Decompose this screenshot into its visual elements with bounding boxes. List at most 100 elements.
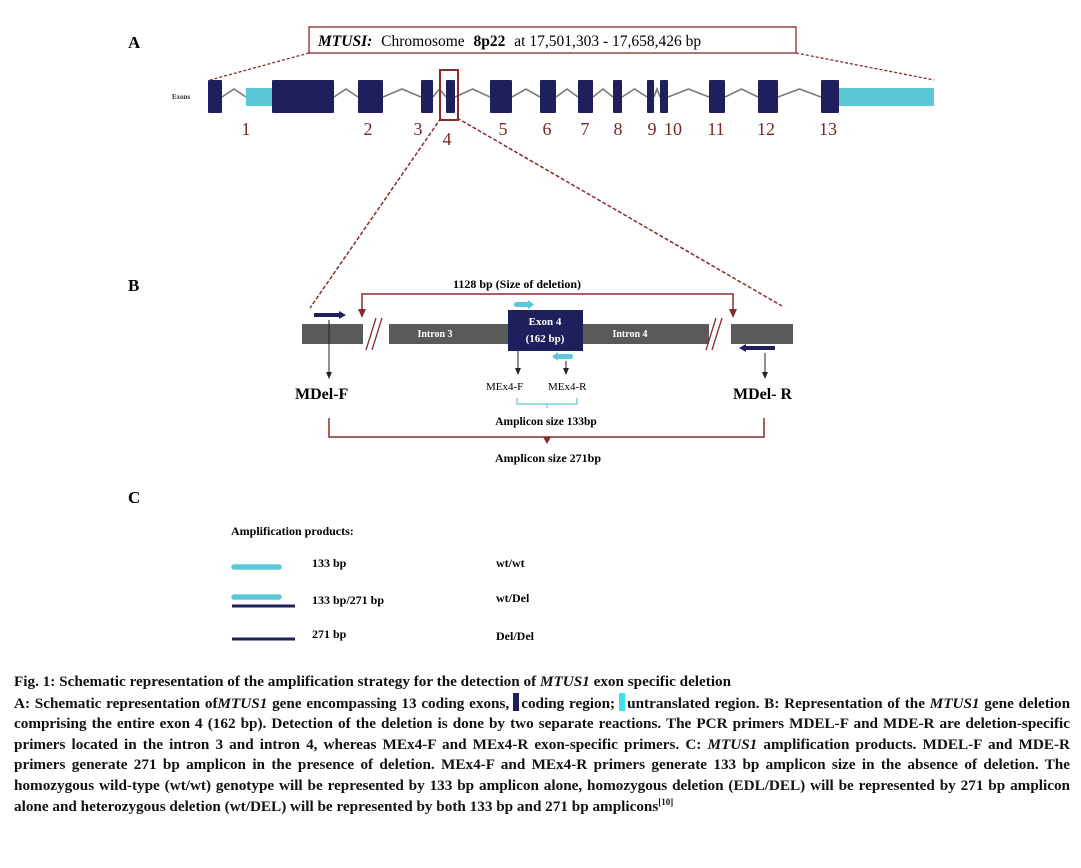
caption-reference: [10]: [658, 796, 674, 807]
break-mark-left: [365, 317, 383, 351]
gene-structure: [208, 80, 934, 113]
product-271-genotype: Del/Del: [496, 629, 535, 643]
exon4-highlight-box: [439, 69, 459, 121]
coding-exon-block: [758, 80, 778, 113]
flank-right: [731, 324, 793, 344]
exons-row-label: Exons: [172, 93, 191, 101]
chromosome-header: MTUSI: Chromosome 8p22 at 17,501,303 - 1…: [317, 33, 701, 50]
coding-exon-block: [821, 80, 839, 113]
panel-label-a: A: [128, 33, 141, 52]
zoom-line-left: [209, 52, 310, 81]
exon-number-label: 10: [664, 119, 682, 139]
products-title: Amplification products:: [231, 524, 354, 538]
product-271-size: 271 bp: [312, 627, 347, 641]
header-gene: MTUSI:: [317, 33, 372, 50]
mex4-r-label: MEx4-R: [548, 381, 587, 393]
exon-number-label: 2: [364, 119, 373, 139]
intron4-bar: [583, 324, 709, 344]
exon4-label-line1: Exon 4: [529, 316, 562, 328]
caption-part-6: amplification products. MDEL-F and MDE-R…: [14, 735, 1071, 815]
caption-part-1: A: Schematic representation of: [14, 694, 218, 712]
intron-line: [667, 88, 710, 98]
caption-title: Fig. 1: Schematic representation of the …: [14, 672, 1070, 693]
panel-label-b: B: [128, 276, 139, 295]
coding-exon-block: [272, 80, 334, 113]
coding-exon-block: [660, 80, 668, 113]
caption-part-2: gene encompassing 13 coding exons,: [272, 694, 510, 712]
intron3-label: Intron 3: [417, 329, 452, 340]
intron-line: [382, 88, 422, 98]
primer-mex4-r-arrow: [552, 352, 573, 361]
exon-number-label: 4: [443, 129, 452, 149]
coding-exon-block: [540, 80, 556, 113]
zoom-line-b-left: [309, 117, 442, 309]
caption-gene-3: MTUS1: [707, 735, 758, 753]
coding-exon-block: [358, 80, 383, 113]
exon-number-label: 7: [581, 119, 590, 139]
zoom-line-b-right: [456, 117, 783, 307]
amplicon-271-label: Amplicon size 271bp: [495, 451, 601, 465]
coding-exon-block: [446, 80, 455, 113]
exon-number-label: 8: [614, 119, 623, 139]
caption-gene-2: MTUS1: [929, 694, 980, 712]
exon-number-label: 5: [499, 119, 508, 139]
caption-title-prefix: Fig. 1: Schematic representation of the …: [14, 673, 537, 690]
caption-title-gene: MTUS1: [539, 673, 590, 690]
exon-number-label: 12: [757, 119, 775, 139]
exon4-label-line2: (162 bp): [526, 333, 565, 345]
intron-line: [511, 88, 541, 98]
flank-left: [302, 324, 363, 344]
panel-label-c: C: [128, 488, 140, 507]
caption-part-5: gene deletion comprising the entire exon…: [14, 694, 1071, 753]
primer-mdel-r-arrow: [739, 344, 775, 352]
amplicon-133-bracket: [516, 398, 578, 408]
exon4-box: [508, 310, 583, 351]
product-het-size: 133 bp/271 bp: [312, 593, 384, 607]
exon-number-label: 13: [819, 119, 837, 139]
header-position: at 17,501,303 - 17,658,426 bp: [514, 33, 701, 50]
product-133-genotype: wt/wt: [496, 556, 525, 570]
caption-gene-1: MTUS1: [217, 694, 268, 712]
caption-title-suffix: exon specific deletion: [593, 673, 732, 690]
zoom-line-right: [795, 52, 935, 81]
primer-mex4-f-arrow: [514, 300, 534, 309]
coding-exon-block: [421, 80, 433, 113]
exon-number-label: 6: [543, 119, 552, 139]
coding-exon-block: [578, 80, 593, 113]
intron-line: [777, 88, 822, 98]
intron4-label: Intron 4: [612, 329, 647, 340]
deletion-bracket: [358, 293, 737, 318]
intron-line: [555, 88, 579, 98]
amplicon-271-bracket: [328, 418, 765, 444]
intron-line: [592, 87, 614, 98]
intron-line: [724, 88, 759, 98]
product-133-size: 133 bp: [312, 556, 347, 570]
primer-mdel-f-arrow: [314, 311, 346, 319]
exon-number-label: 1: [242, 119, 251, 139]
caption-part-3: coding region;: [521, 694, 616, 712]
coding-exon-block: [490, 80, 512, 113]
exon-number-label: 3: [414, 119, 423, 139]
intron-line: [653, 86, 661, 98]
coding-exon-block: [647, 80, 654, 113]
intron-line: [454, 88, 491, 98]
intron-line: [621, 88, 648, 98]
chromosome-header-box: [308, 26, 797, 54]
amplicon-133-label: Amplicon size 133bp: [495, 416, 597, 428]
caption-part-4: untranslated region. B: Representation o…: [627, 694, 925, 712]
intron3-bar: [389, 324, 509, 344]
utr-swatch: [619, 692, 626, 711]
break-mark-right: [705, 317, 723, 351]
intron-line: [221, 88, 247, 98]
mdel-r-label: MDel- R: [733, 386, 793, 403]
header-chromosome: Chromosome: [381, 33, 465, 50]
coding-swatch: [513, 692, 520, 711]
coding-exon-block: [613, 80, 622, 113]
utr-block: [839, 88, 934, 106]
utr-block: [246, 88, 272, 106]
deletion-size-label: 1128 bp (Size of deletion): [453, 277, 581, 291]
caption-body: A: Schematic representation ofMTUS1 gene…: [14, 692, 1071, 818]
header-band: 8p22: [474, 33, 506, 50]
exon-number-label: 9: [648, 119, 657, 139]
